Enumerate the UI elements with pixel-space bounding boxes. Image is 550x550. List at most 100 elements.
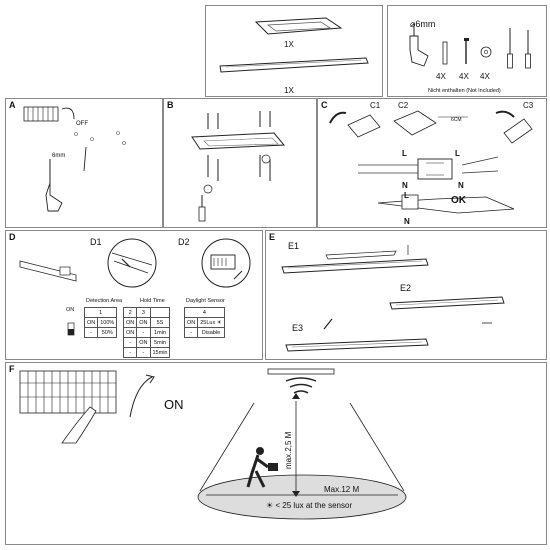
step-d-drawing — [19, 238, 251, 336]
table-cell: - — [183, 327, 199, 338]
detection-header: 1 — [83, 307, 118, 318]
ok-label: OK — [451, 195, 466, 206]
screw-quantity: 4X — [459, 72, 469, 81]
step-e3-label: E3 — [292, 323, 304, 333]
live-label-2: L — [455, 149, 460, 158]
max-width-label: Max.12 M — [324, 485, 360, 494]
dip-switch-icon — [67, 322, 75, 336]
walking-person-icon — [246, 447, 278, 488]
drill-icon — [45, 146, 87, 212]
neutral-label: N — [402, 181, 408, 190]
hardware-parts-drawing — [409, 24, 531, 69]
screwdriver-icon — [198, 195, 206, 222]
table-cell: 5min — [149, 337, 171, 348]
table-cell: - — [122, 337, 138, 348]
table-cell: ON — [83, 317, 99, 328]
dip-on-label: ON — [66, 307, 75, 313]
table-cell: 15min — [149, 347, 171, 358]
table-cell: ON — [136, 317, 151, 328]
table-cell: 3 — [136, 307, 151, 318]
ceiling-fixture — [267, 368, 335, 375]
sensor-waves-icon — [285, 377, 317, 394]
switch-on-label: ON — [164, 397, 184, 412]
panel-step-c: C C1 C2 C3 6CM L L N N OK L N — [317, 98, 547, 228]
fixture-parts-drawing — [219, 17, 369, 73]
step-c3-label: C3 — [523, 101, 534, 110]
rotate-arrow-icon-2 — [495, 110, 515, 118]
step-a-drawing — [23, 106, 126, 212]
step-e-drawing — [281, 245, 505, 352]
table-cell: Disable — [197, 327, 225, 338]
drill-size-label: ⌀6mm — [410, 19, 436, 29]
step-b-label: B — [167, 100, 174, 110]
table-cell: 50% — [97, 327, 118, 338]
fixture-bar-e2 — [389, 296, 505, 310]
live-label-3: L — [404, 191, 409, 200]
connector-icon-3 — [503, 118, 533, 144]
daylight-sensor-title: Daylight Sensor — [186, 298, 225, 304]
table-cell: - — [136, 327, 151, 338]
step-f-label: F — [9, 364, 15, 374]
arrow-icon — [61, 107, 75, 120]
hold-time-title: Hold Time — [140, 298, 165, 304]
sensor-module-icon — [210, 254, 236, 270]
drill-depth-label: 6mm — [52, 153, 66, 159]
detection-area-ellipse — [197, 474, 407, 520]
breaker-icon — [23, 106, 59, 122]
washer-quantity: 4X — [480, 72, 490, 81]
step-e2-label: E2 — [400, 283, 412, 293]
screwdriver-icon — [323, 318, 333, 330]
live-label: L — [402, 149, 407, 158]
table-cell: 2 — [122, 307, 138, 318]
breaker-panel-icon — [19, 370, 117, 414]
panel-step-b: B — [163, 98, 317, 228]
panel-package-hardware: ⌀6mm 4X 4X 4X Nicht enthalten (Not Inclu… — [387, 5, 547, 97]
panel-package-fixture: 1X 1X — [205, 5, 383, 97]
washer-icon — [480, 46, 492, 58]
table-cell: 5S — [149, 317, 171, 328]
measure-label: 6CM — [451, 117, 462, 123]
arrow-up-icon — [129, 376, 153, 418]
step-c2-label: C2 — [398, 101, 409, 110]
step-c-label: C — [321, 100, 328, 110]
max-height-label: max.2,5 M — [284, 431, 293, 469]
screwdriver-icon — [507, 28, 513, 69]
table-cell: 25Lux ☀ — [197, 317, 225, 328]
panel-step-f: F ON max.2,5 M Max.12 M ☀ < 25 lux at th… — [5, 362, 547, 545]
wall-plug-icon — [442, 41, 448, 65]
fixture-bar-e3 — [285, 338, 429, 352]
fixture-bar-e1 — [281, 258, 429, 274]
table-cell: ON — [122, 317, 138, 328]
screw-icon — [464, 38, 469, 64]
step-c1-label: C1 — [370, 101, 381, 110]
lux-note: ☀ < 25 lux at the sensor — [266, 501, 353, 510]
neutral-label-2: N — [458, 181, 464, 190]
step-e1-label: E1 — [288, 241, 300, 251]
step-c-drawing — [329, 110, 533, 214]
step-a-label: A — [9, 100, 16, 110]
bar-quantity: 1X — [284, 86, 294, 95]
screwdriver-icon-2 — [525, 30, 531, 69]
table-cell: - — [122, 347, 138, 358]
hand-icon — [61, 406, 97, 444]
tools-not-included-note: Nicht enthalten (Not Included) — [428, 88, 501, 94]
step-b-drawing — [191, 111, 286, 222]
off-label: OFF — [76, 121, 88, 127]
table-cell: ON — [136, 337, 151, 348]
plug-quantity: 4X — [436, 72, 446, 81]
table-cell: ON — [183, 317, 199, 328]
table-cell: - — [136, 347, 151, 358]
step-d-label: D — [9, 232, 16, 242]
table-cell: 1min — [149, 327, 171, 338]
drill-icon — [409, 24, 429, 67]
fixture-bar-drawing — [19, 260, 77, 282]
step-e-label: E — [269, 232, 276, 242]
panel-step-a: A OFF 6mm — [5, 98, 163, 228]
panel-step-e: E E1 E2 E3 — [265, 230, 547, 360]
neutral-label-3: N — [404, 217, 410, 226]
connector-icon — [347, 114, 381, 138]
detection-area-title: Detection Area — [86, 298, 123, 304]
